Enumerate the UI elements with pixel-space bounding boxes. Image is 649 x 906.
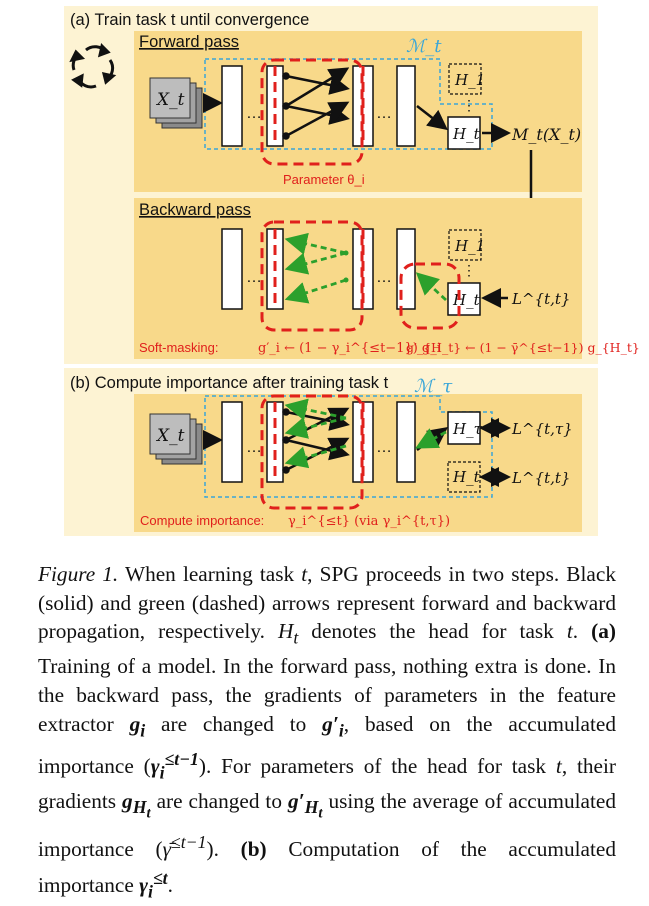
caption-var-t2: t bbox=[566, 619, 573, 644]
input-label: X_t bbox=[155, 90, 185, 110]
param-highlight-forward bbox=[260, 58, 364, 166]
cycle-icon bbox=[69, 43, 117, 89]
head-ht-forward bbox=[447, 116, 481, 150]
head-h1-forward-label: H_1 bbox=[454, 71, 485, 89]
caption-text-7: . For parameters of the head for task bbox=[205, 753, 547, 778]
caption-var-ght: gHt bbox=[122, 788, 151, 822]
model-boundary-b bbox=[204, 395, 493, 498]
importance-formula: γ_i^{≤t} (via γ_i^{t,τ}) bbox=[288, 514, 450, 529]
head-highlight-backward bbox=[399, 262, 461, 330]
caption-text-2: , SPG proceeds in two steps. Black (soli… bbox=[38, 562, 616, 644]
layer-1 bbox=[221, 65, 243, 147]
caption-var-gi-prime: g′i bbox=[322, 711, 344, 741]
green-arrow-htau-to-layer bbox=[415, 428, 447, 449]
soft-masking-label: Soft-masking: bbox=[139, 340, 218, 355]
caption-text-8: , their gradients bbox=[38, 753, 616, 813]
layer-last-b bbox=[396, 401, 416, 483]
caption-bold-a: (a) bbox=[591, 619, 616, 644]
soft-mask-formula-2: g′_{H_t} ← (1 − γ̄^{≤t−1}) g_{H_t} bbox=[406, 340, 640, 355]
model-label-tau: ℳ_τ bbox=[414, 376, 453, 397]
caption-var-gamma-bar: γ̄≤t−1 bbox=[162, 832, 207, 862]
caption-text-9: are changed to bbox=[156, 788, 282, 813]
caption-text-1: When learning task bbox=[124, 562, 295, 586]
caption-text-4: Training of a model. In the forward pass… bbox=[38, 654, 616, 736]
spg-diagram: (a) Train task t until convergence Forwa… bbox=[64, 6, 640, 536]
panel-a-title: (a) Train task t until convergence bbox=[70, 11, 309, 29]
caption-text-5: are changed to bbox=[161, 711, 307, 736]
ellipsis-6: … bbox=[376, 439, 392, 456]
loss-t-tau: L^{t,τ} bbox=[511, 420, 573, 438]
input-label-b: X_t bbox=[155, 426, 185, 446]
head-h1-forward bbox=[448, 63, 482, 95]
caption-var-t3: t bbox=[555, 753, 562, 778]
forward-weight-arrows bbox=[282, 67, 350, 140]
importance-label: Compute importance: bbox=[140, 513, 264, 528]
model-label-t: ℳ_t bbox=[406, 36, 442, 57]
ellipsis-1: … bbox=[246, 105, 262, 122]
loss-t-t-b: L^{t,t} bbox=[511, 469, 570, 487]
layer-1-backward bbox=[221, 228, 243, 310]
input-stack bbox=[149, 77, 203, 129]
backward-pass-label: Backward pass bbox=[139, 201, 251, 219]
head-dots-forward: ⋮ bbox=[462, 97, 476, 113]
caption-var-t1: t bbox=[301, 562, 308, 586]
head-ht-forward-label: H_t bbox=[452, 125, 481, 143]
caption-var-ht: Ht bbox=[277, 619, 299, 648]
head-ht-backward-label: H_t bbox=[452, 291, 481, 309]
layer-1-b bbox=[221, 401, 243, 483]
caption-bold-b: (b) bbox=[240, 837, 267, 862]
ellipsis-2: … bbox=[376, 105, 392, 122]
head-h1-backward-label: H_1 bbox=[454, 237, 485, 255]
caption-var-gi: gi bbox=[129, 711, 146, 741]
panel-b-title: (b) Compute importance after training ta… bbox=[70, 374, 389, 392]
model-boundary-forward bbox=[204, 58, 493, 150]
head-h1-backward bbox=[448, 229, 482, 261]
figure-caption: Figure 1. When learning task t, SPG proc… bbox=[38, 562, 616, 902]
head-htau-label: H_τ bbox=[452, 420, 483, 438]
arrow-to-head bbox=[416, 105, 448, 131]
backward-gradient-arrows bbox=[284, 232, 349, 304]
caption-var-ght-prime: g′Ht bbox=[287, 788, 323, 822]
input-stack-b bbox=[149, 413, 203, 465]
green-arrow-head-to-layer bbox=[415, 272, 447, 302]
caption-text-3: denotes the head for task bbox=[311, 619, 554, 644]
param-note: Parameter θ_i bbox=[283, 172, 365, 187]
caption-text-6: , based on the accumulated importance bbox=[38, 711, 616, 778]
head-ht-b-label: H_t bbox=[452, 468, 481, 486]
loss-tt-backward: L^{t,t} bbox=[511, 290, 570, 308]
caption-var-gamma: γi≤t−1 bbox=[150, 748, 199, 783]
model-output: M_t(X_t) bbox=[511, 125, 581, 144]
head-dots-backward: ⋮ bbox=[462, 262, 476, 278]
head-ht-backward bbox=[447, 282, 481, 316]
param-highlight-backward bbox=[260, 220, 364, 332]
forward-pass-label: Forward pass bbox=[139, 33, 239, 51]
ellipsis-4: … bbox=[376, 269, 392, 286]
caption-var-gamma-t: γi≤t bbox=[139, 868, 168, 902]
ellipsis-5: … bbox=[246, 439, 262, 456]
ellipsis-3: … bbox=[246, 269, 262, 286]
soft-mask-formula-1: g′_i ← (1 − γ_i^{≤t−1}) g_i bbox=[258, 341, 441, 356]
caption-figure-label: Figure 1. bbox=[38, 562, 119, 586]
layer-last bbox=[396, 65, 416, 147]
param-highlight-b bbox=[260, 394, 364, 510]
